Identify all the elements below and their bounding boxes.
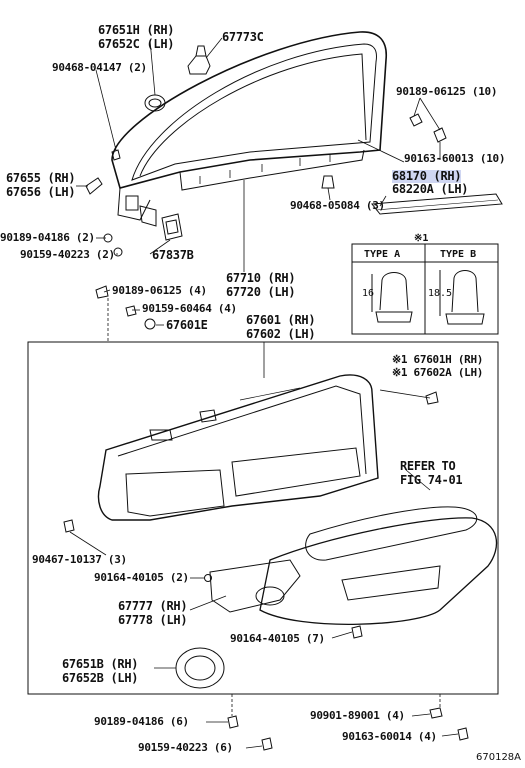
label-67651b: 67651B (RH) [62,657,139,671]
label-90159-40223-6: 90159-40223 (6) [138,741,233,754]
label-67601: 67601 (RH) [246,313,316,327]
label-67602a: ※1 67602A (LH) [392,366,484,379]
door-trim-board [97,374,379,521]
label-90467-10137: 90467-10137 (3) [32,553,127,566]
label-90164-40105-2: 90164-40105 (2) [94,571,189,584]
label-68220a: 68220A (LH) [392,182,469,196]
lower-pocket [259,517,497,625]
label-67652b: 67652B (LH) [62,671,139,685]
label-90159-60464: 90159-60464 (4) [142,302,237,315]
moulding-67655 [85,177,103,195]
label-90189-04186-2: 90189-04186 (2) [0,231,95,244]
door-frame-part [111,31,387,227]
inset-note: ※1 [414,233,429,244]
bracket-67837b [161,213,183,241]
label-90468-05084: 90468-05084 (3) [290,199,385,212]
clip-type-inset [351,243,499,335]
weatherstrip-68170 [371,193,503,215]
label-90163-60013: 90163-60013 (10) [404,152,506,165]
armrest [305,506,478,561]
label-90189-06125-10: 90189-06125 (10) [396,85,498,98]
speaker-bottom [175,647,225,689]
label-90159-40223-2: 90159-40223 (2) [20,248,115,261]
handle-bezel-67777 [209,559,301,613]
label-67652c: 67652C (LH) [98,37,175,51]
type-a-dimension: 16 [362,288,375,299]
label-67602: 67602 (LH) [246,327,316,341]
label-68170: 68170 (RH) [392,169,462,183]
label-67777: 67777 (RH) [118,599,188,613]
speaker-top [144,94,166,112]
label-67773c: 67773C [222,30,264,44]
type-b-title: TYPE B [440,249,477,260]
label-67710: 67710 (RH) [226,271,296,285]
label-90189-04186-6: 90189-04186 (6) [94,715,189,728]
label-90901-89001: 90901-89001 (4) [310,709,405,722]
trim-board-box [27,341,499,695]
label-90164-40105-7: 90164-40105 (7) [230,632,325,645]
label-67601h: ※1 67601H (RH) [392,353,484,366]
type-b-dimension: 18.5 [428,288,453,299]
label-90468-04147: 90468-04147 (2) [52,61,147,74]
figure-code: 670128A [476,752,522,763]
label-67837b: 67837B [152,248,194,262]
label-67656: 67656 (LH) [6,185,76,199]
label-90163-60014: 90163-60014 (4) [342,730,437,743]
label-67651h: 67651H (RH) [98,23,175,37]
label-67720: 67720 (LH) [226,285,296,299]
clip-67773c [187,45,211,75]
label-67778: 67778 (LH) [118,613,188,627]
label-67655: 67655 (RH) [6,171,76,185]
refer-line-2: FIG 74-01 [400,473,463,487]
label-90189-06125-4: 90189-06125 (4) [112,284,207,297]
label-67601e: 67601E [166,318,208,332]
refer-line-1: REFER TO [400,459,456,473]
type-a-title: TYPE A [364,249,401,260]
